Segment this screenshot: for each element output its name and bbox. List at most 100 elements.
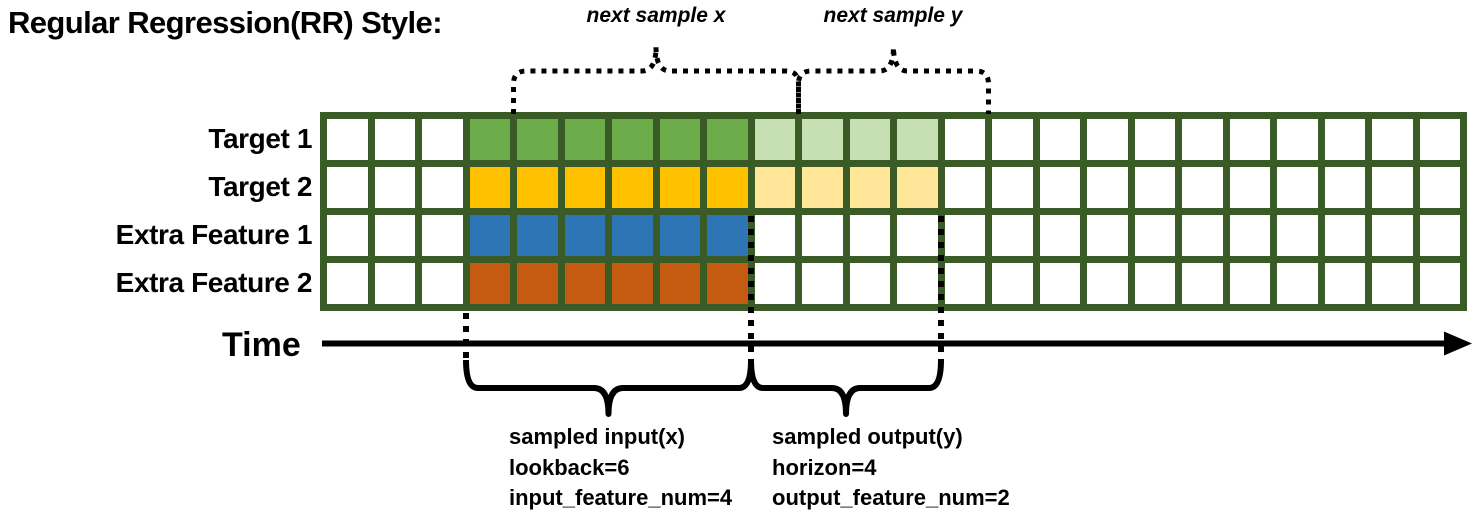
grid-cell	[1182, 263, 1223, 304]
grid-cell	[469, 263, 510, 304]
grid-cell	[802, 167, 843, 208]
grid-cell	[897, 215, 938, 256]
grid-cell	[564, 119, 605, 160]
grid-cell	[802, 215, 843, 256]
grid-cell	[517, 215, 558, 256]
grid-cell	[707, 119, 748, 160]
next-sample-y-label: next sample y	[823, 4, 963, 27]
grid-cell	[754, 215, 795, 256]
grid-cell	[469, 215, 510, 256]
grid-cell	[849, 263, 890, 304]
grid-cell	[374, 119, 415, 160]
diagram-title: Regular Regression(RR) Style:	[8, 5, 443, 40]
grid-cell	[1182, 215, 1223, 256]
grid-cell	[422, 215, 463, 256]
sampled-input-caption: sampled input(x) lookback=6 input_featur…	[509, 422, 732, 514]
grid-cell	[754, 167, 795, 208]
grid-cell	[327, 263, 368, 304]
grid-cell	[1277, 215, 1318, 256]
grid-cell	[1419, 215, 1460, 256]
grid-cell	[517, 167, 558, 208]
grid-cell	[612, 263, 653, 304]
grid-cell	[1039, 119, 1080, 160]
grid-cell	[1134, 263, 1175, 304]
grid-cell	[659, 263, 700, 304]
grid-cell	[327, 167, 368, 208]
grid-cell	[707, 215, 748, 256]
next-sample-x-label: next sample x	[586, 4, 726, 27]
grid-cell	[1087, 215, 1128, 256]
grid-cell	[802, 263, 843, 304]
grid-cell	[992, 167, 1033, 208]
grid-cell	[469, 119, 510, 160]
grid-cell	[422, 119, 463, 160]
grid-cell	[1087, 119, 1128, 160]
next-sample-x-brace	[511, 46, 801, 114]
grid-cell	[1324, 263, 1365, 304]
row-label-target-1: Target 1	[208, 123, 312, 154]
grid-cell	[849, 119, 890, 160]
grid-cell	[802, 119, 843, 160]
grid-cell	[754, 119, 795, 160]
grid-cell	[1182, 119, 1223, 160]
grid-cell	[1087, 167, 1128, 208]
grid-cell	[1324, 119, 1365, 160]
grid-cell	[564, 215, 605, 256]
time-axis-arrowhead-icon	[1444, 331, 1472, 356]
grid-cell	[517, 119, 558, 160]
grid-cell	[517, 263, 558, 304]
grid-cell	[1229, 119, 1270, 160]
grid-cell	[944, 167, 985, 208]
grid-cell	[944, 119, 985, 160]
row-label-target-2: Target 2	[208, 171, 312, 202]
grid-cell	[944, 263, 985, 304]
input-feature-num: input_feature_num=4	[509, 485, 733, 510]
grid-cell	[992, 215, 1033, 256]
grid-cell	[897, 167, 938, 208]
grid-cell	[1039, 167, 1080, 208]
grid-cell	[1324, 215, 1365, 256]
grid-cell	[422, 263, 463, 304]
grid-cell	[1087, 263, 1128, 304]
grid-cell	[1229, 215, 1270, 256]
grid-cell	[327, 119, 368, 160]
grid-cell	[1182, 167, 1223, 208]
grid-cell	[1277, 119, 1318, 160]
grid-cell	[1134, 215, 1175, 256]
grid-cell	[659, 167, 700, 208]
grid-cell	[1372, 263, 1413, 304]
grid-cell	[849, 167, 890, 208]
grid-cell	[754, 263, 795, 304]
grid-cell	[564, 263, 605, 304]
grid-cell	[374, 215, 415, 256]
grid-cell	[659, 119, 700, 160]
grid-cell	[1229, 263, 1270, 304]
grid-cell	[612, 119, 653, 160]
grid-cell	[707, 263, 748, 304]
row-label-extra-feature-1: Extra Feature 1	[115, 219, 313, 250]
grid-cell	[612, 215, 653, 256]
sampled-input-title: sampled input(x)	[509, 424, 686, 449]
grid-cell	[564, 167, 605, 208]
grid-cell	[1372, 119, 1413, 160]
grid-cell	[1134, 167, 1175, 208]
grid-cell	[1039, 263, 1080, 304]
grid-cell	[897, 263, 938, 304]
grid-cell	[1277, 167, 1318, 208]
grid-cell	[1134, 119, 1175, 160]
output-feature-num: output_feature_num=2	[772, 485, 1010, 510]
grid-cell	[422, 167, 463, 208]
grid-cell	[1324, 167, 1365, 208]
next-sample-y-brace	[796, 46, 991, 114]
sampled-input-brace	[463, 359, 754, 417]
lookback-value: lookback=6	[509, 454, 630, 480]
time-axis-label: Time	[222, 326, 301, 364]
grid-cell	[469, 167, 510, 208]
grid-cell	[1372, 167, 1413, 208]
grid-cell	[612, 167, 653, 208]
grid-cell	[1039, 215, 1080, 256]
grid-cell	[1372, 215, 1413, 256]
sampled-output-brace	[748, 359, 944, 417]
grid-cell	[1419, 167, 1460, 208]
